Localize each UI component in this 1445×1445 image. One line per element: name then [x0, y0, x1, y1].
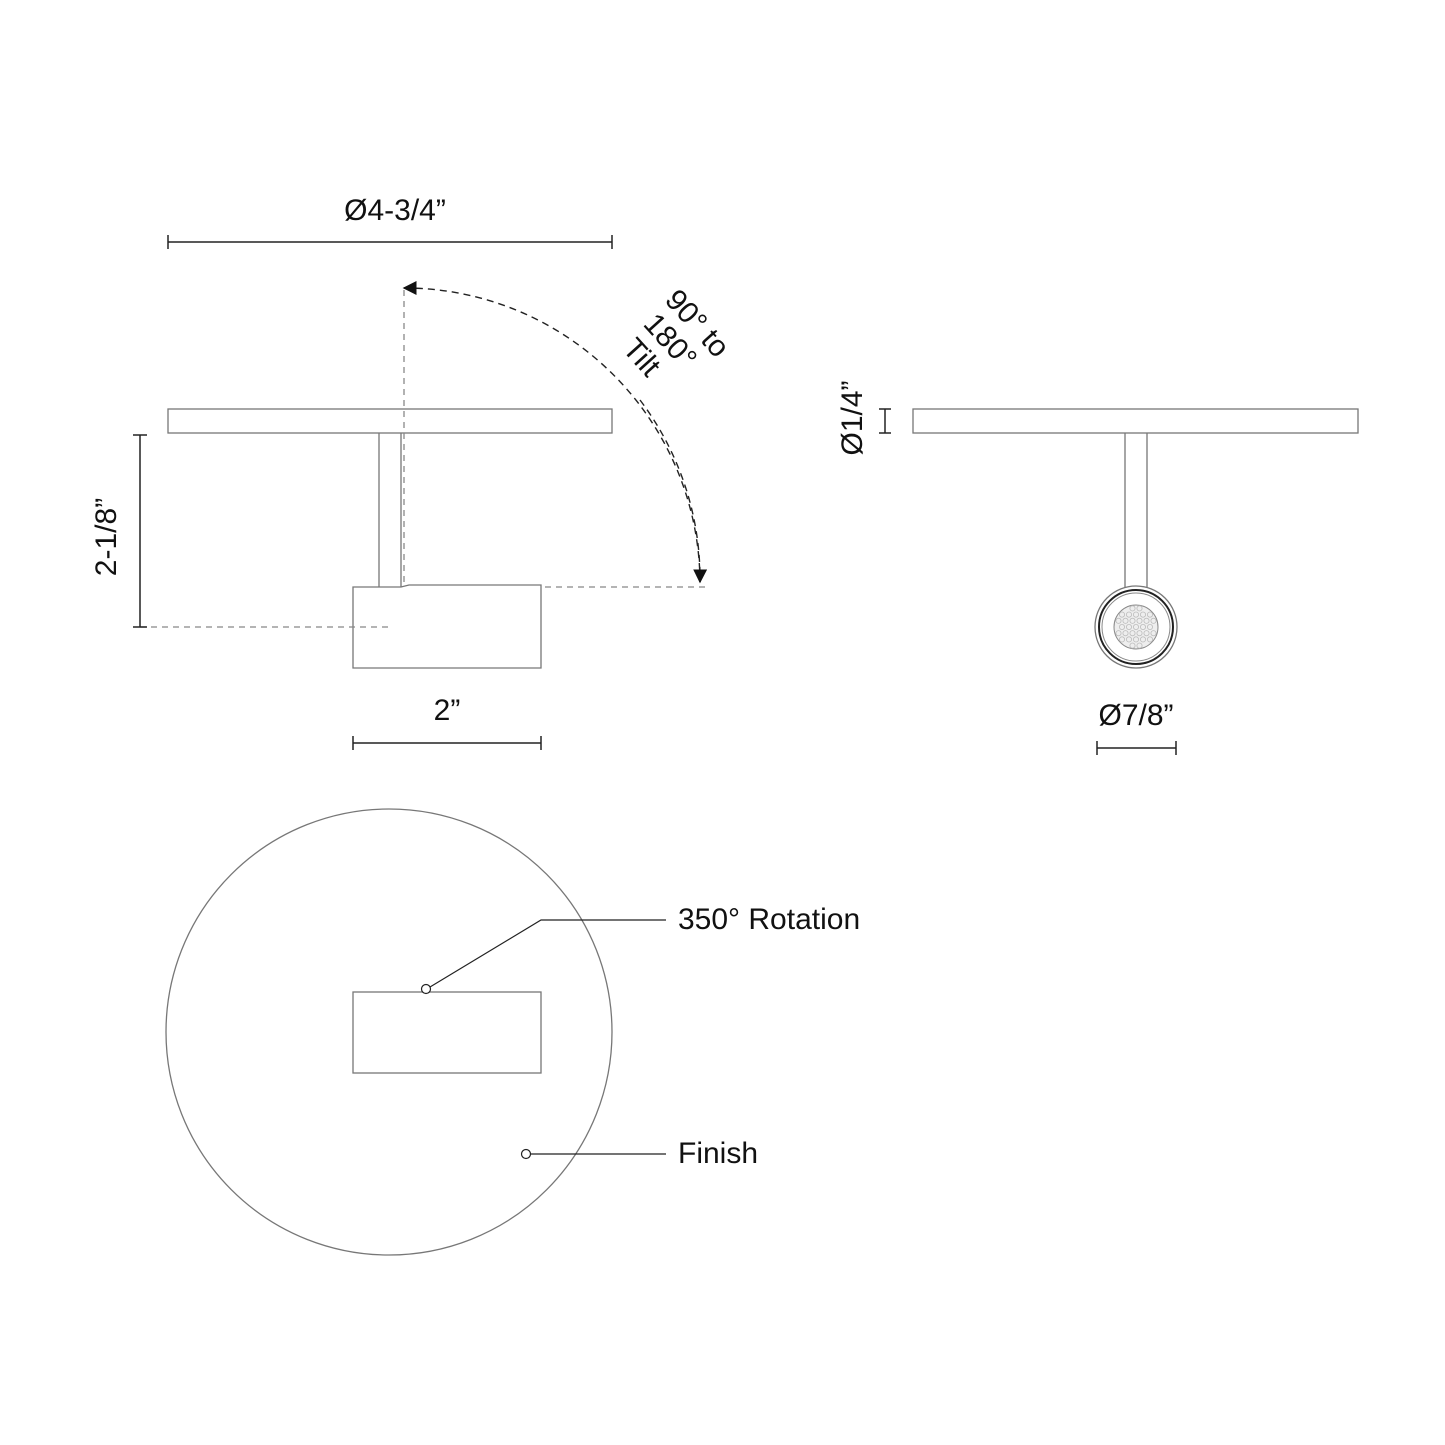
rotation-leader — [429, 919, 666, 988]
stem-diameter-label: Ø1/4” — [836, 380, 869, 455]
side-view: Ø1/4” Ø7/8” — [836, 380, 1359, 755]
canopy-plate — [167, 408, 613, 434]
light-head — [352, 584, 542, 669]
lens — [1094, 585, 1178, 669]
rotation-callout: 350° Rotation — [678, 903, 860, 936]
plate-diameter-label: Ø4-3/4” — [344, 194, 446, 227]
canopy-circle — [165, 808, 613, 1256]
front-view: Ø4-3/4” 90° to 180° Tilt 2-1/8” 2” — [90, 194, 736, 750]
head-top — [352, 991, 542, 1074]
head-width-label: 2” — [434, 694, 461, 727]
top-view: 350° Rotation Finish — [165, 808, 860, 1256]
finish-callout: Finish — [678, 1137, 758, 1170]
side-canopy-plate — [912, 408, 1359, 434]
height-label: 2-1/8” — [90, 498, 123, 576]
lens-diameter-label: Ø7/8” — [1098, 699, 1173, 732]
tilt-arc — [402, 281, 701, 583]
